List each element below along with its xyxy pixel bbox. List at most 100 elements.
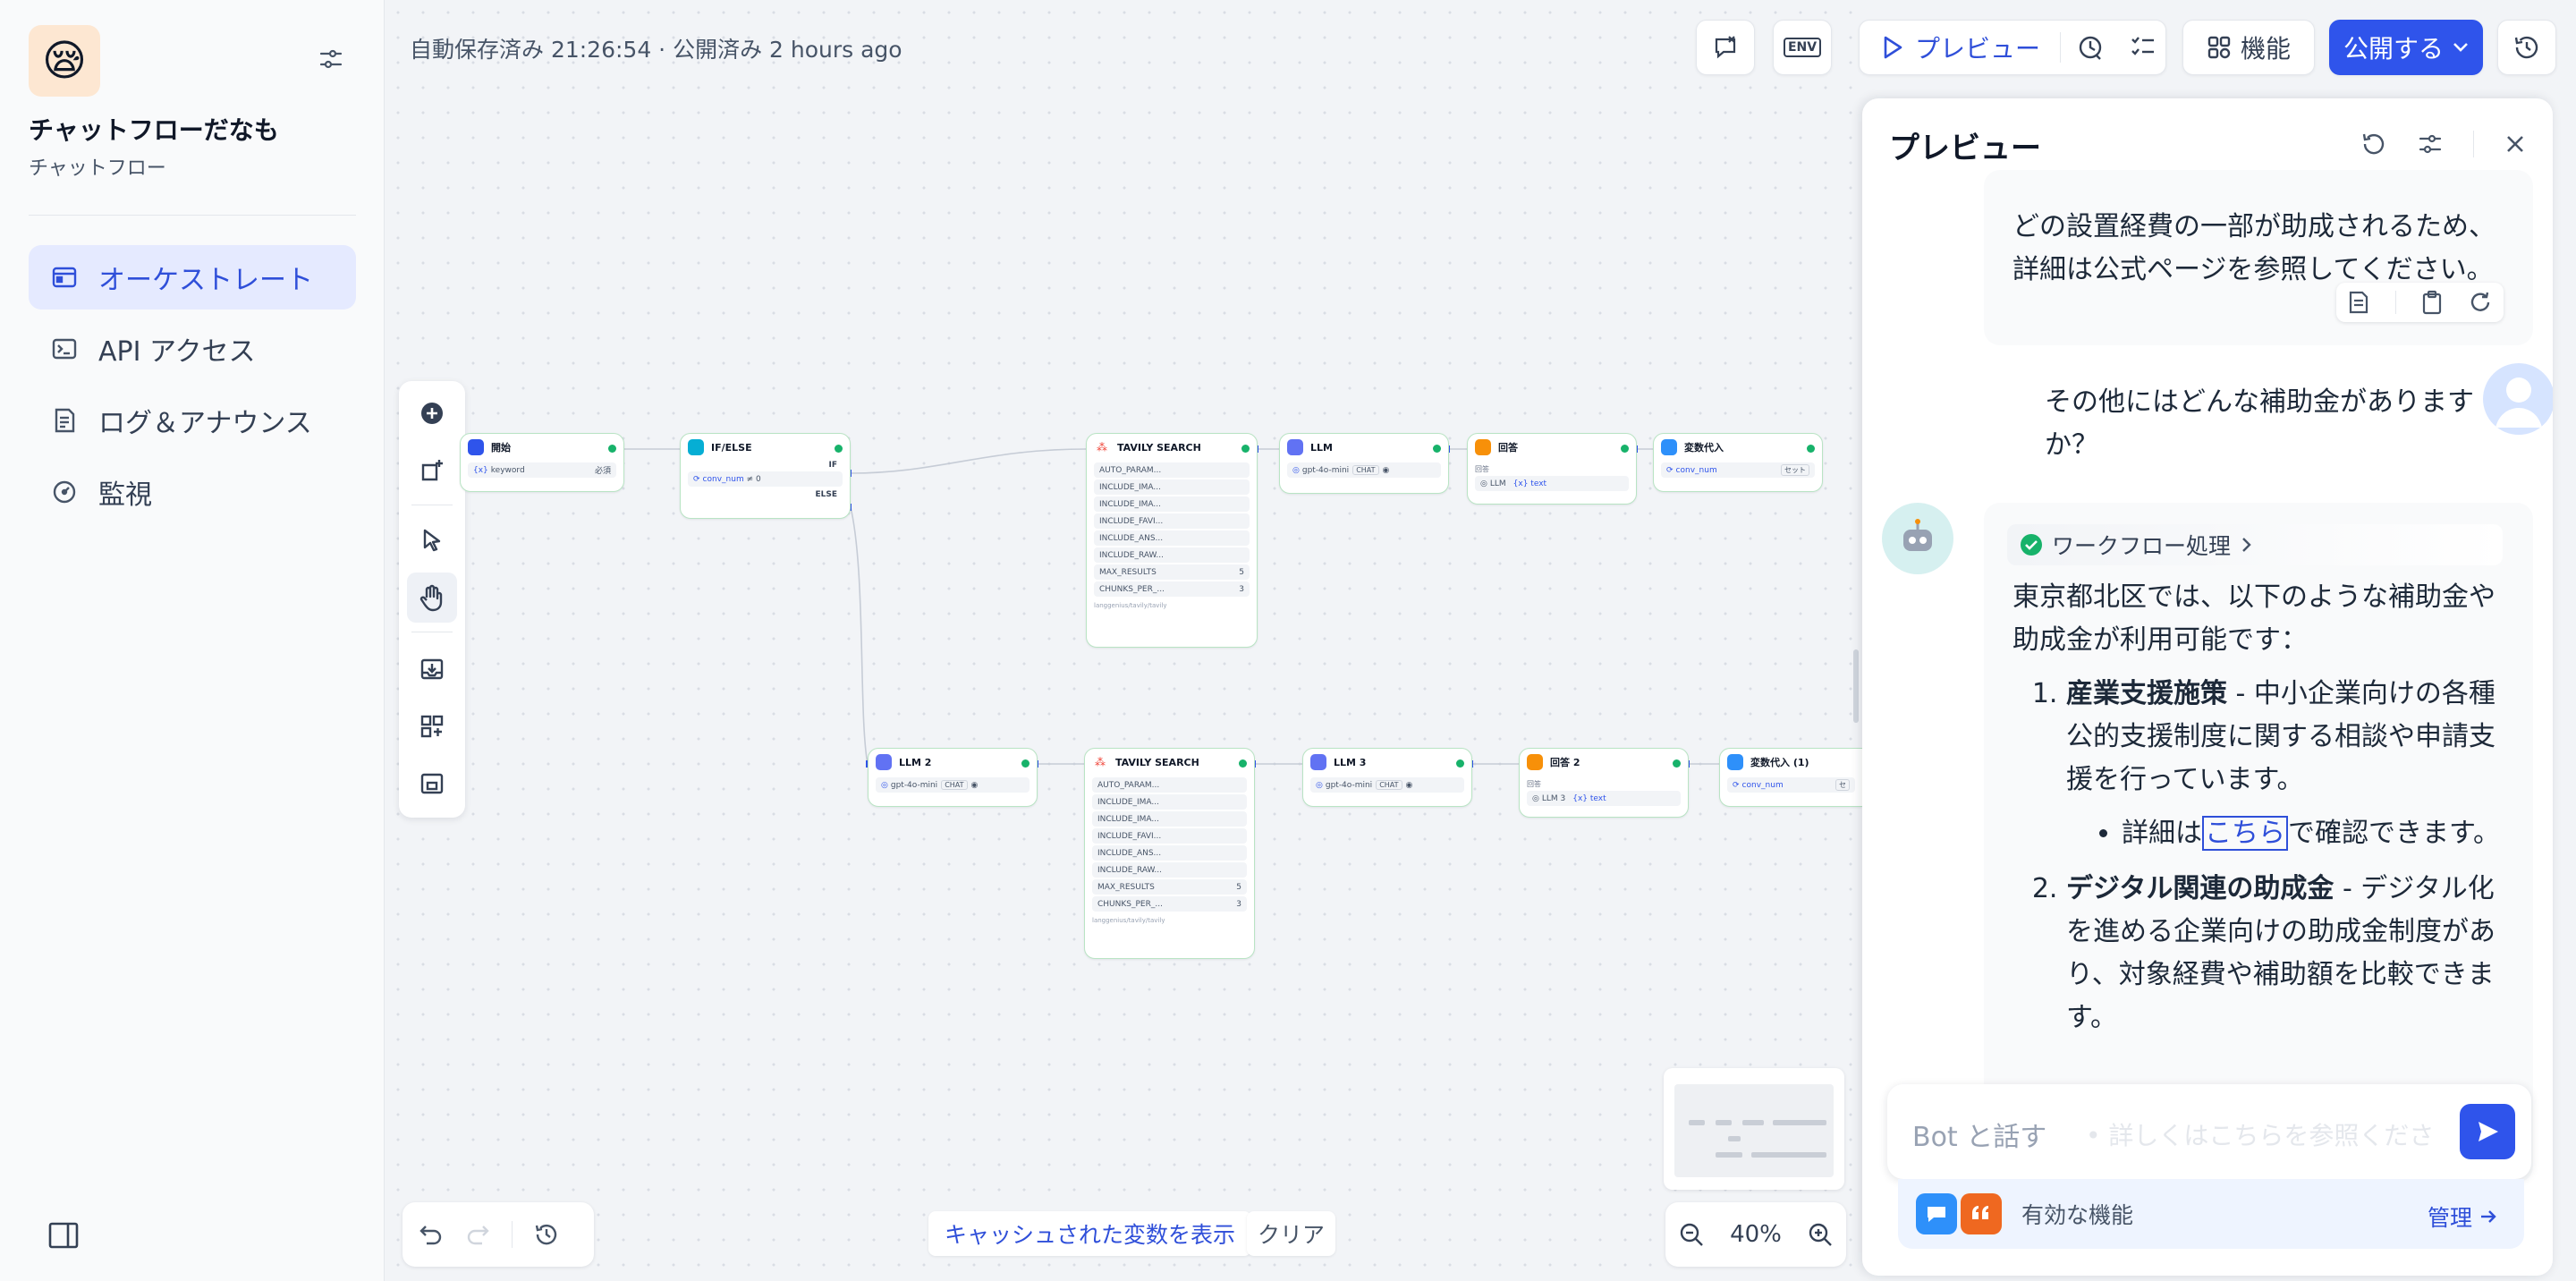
- history-icon[interactable]: [534, 1222, 559, 1247]
- sidebar-item-monitor[interactable]: 監視: [29, 460, 356, 524]
- clear-cache-button[interactable]: クリア: [1247, 1211, 1336, 1256]
- detail-link[interactable]: こちら: [2202, 816, 2288, 851]
- minimap-toggle-button[interactable]: [407, 759, 457, 809]
- preview-title: プレビュー: [1889, 131, 2041, 166]
- zoom-level[interactable]: 40%: [1730, 1221, 1782, 1248]
- zoom-out-icon[interactable]: [1678, 1221, 1705, 1248]
- bot-message: どの設置経費の一部が助成されるため、 詳細は公式ページを参照してください。: [1984, 170, 2533, 345]
- param-label: CHUNKS_PER_...: [1097, 899, 1163, 909]
- publish-button[interactable]: 公開する: [2329, 20, 2483, 75]
- quote-icon: [1961, 1193, 2002, 1234]
- checklist-button[interactable]: [1696, 20, 1755, 75]
- log-icon[interactable]: [2347, 290, 2370, 315]
- settings-sliders-icon[interactable]: [2418, 131, 2443, 157]
- organize-nodes-button[interactable]: [407, 701, 457, 751]
- redo-icon[interactable]: [465, 1223, 490, 1246]
- sidebar-item-logs[interactable]: ログ＆アナウンス: [29, 388, 356, 453]
- node-tavily-search[interactable]: ⁂TAVILY SEARCH AUTO_PARAM... INCLUDE_IMA…: [1086, 433, 1258, 648]
- param-label: MAX_RESULTS: [1097, 882, 1155, 892]
- llm-node-icon: [1287, 439, 1303, 455]
- param-row: INCLUDE_FAVI...: [1094, 513, 1250, 529]
- success-status-icon: [1241, 445, 1250, 453]
- chat-bubble-icon: [1916, 1193, 1957, 1234]
- zoom-in-icon[interactable]: [1807, 1221, 1834, 1248]
- export-image-button[interactable]: [407, 644, 457, 694]
- workflow-chip-label: ワークフロー処理: [2052, 533, 2232, 559]
- param-row: AUTO_PARAM...: [1094, 462, 1250, 478]
- sidebar-item-label: 監視: [98, 479, 152, 511]
- enabled-features-bar: 有効な機能 管理: [1898, 1179, 2524, 1249]
- features-label: 機能: [2240, 34, 2291, 64]
- hand-icon: [419, 584, 445, 612]
- param-row: INCLUDE_ANS...: [1092, 845, 1247, 861]
- manage-features-link[interactable]: 管理: [2428, 1200, 2497, 1233]
- answer-label: 回答: [1475, 465, 1489, 473]
- node-answer[interactable]: 回答 回答 ◎LLM{x} text: [1467, 433, 1637, 505]
- success-status-icon: [1239, 759, 1247, 768]
- minimap[interactable]: [1664, 1068, 1844, 1190]
- node-answer-2[interactable]: 回答 2 回答 ◎LLM 3{x} text: [1519, 748, 1689, 818]
- restart-icon[interactable]: [2360, 131, 2387, 157]
- minimap-node: [1716, 1152, 1742, 1158]
- param-value: 5: [1239, 567, 1244, 577]
- add-note-button[interactable]: [407, 445, 457, 496]
- app-settings-icon[interactable]: [318, 47, 343, 72]
- pointer-tool[interactable]: [407, 515, 457, 565]
- subsidy-list: 産業支援施策 - 中小企業向けの各種公的支援制度に関する相談や申請支援を行ってい…: [2012, 673, 2513, 1039]
- assigner-node-icon: [1661, 439, 1677, 455]
- canvas-scrollbar[interactable]: [1853, 649, 1859, 723]
- bot-message: ワークフロー処理 東京都北区では、以下のような補助金や助成金が利用可能です： 産…: [1984, 503, 2533, 1183]
- sidebar-collapse-icon[interactable]: [48, 1222, 79, 1249]
- app-type: チャットフロー: [29, 157, 166, 180]
- add-node-button[interactable]: [407, 388, 457, 438]
- undo-redo-controls: [402, 1202, 594, 1267]
- minimap-viewport: [1674, 1084, 1834, 1177]
- actions-divider: [2395, 291, 2396, 314]
- assigner-node-icon: [1727, 754, 1743, 770]
- checklist-tasks-icon[interactable]: [2131, 36, 2156, 59]
- version-history-button[interactable]: [2497, 20, 2556, 75]
- chat-input-box[interactable]: • 詳しくはこちらを参照くださ Bot と話す: [1887, 1084, 2531, 1179]
- success-status-icon: [835, 445, 843, 453]
- undo-icon[interactable]: [419, 1223, 444, 1246]
- sidebar-item-api-access[interactable]: API アクセス: [29, 317, 356, 381]
- node-title: TAVILY SEARCH: [1115, 756, 1199, 768]
- workflow-canvas[interactable]: [386, 0, 1860, 1281]
- sidebar-item-label: API アクセス: [98, 336, 256, 368]
- send-button[interactable]: [2460, 1104, 2515, 1159]
- node-provider: langgenius/tavily/tavily: [1094, 602, 1167, 609]
- if-label: IF: [828, 461, 838, 470]
- node-tavily-search-2[interactable]: ⁂TAVILY SEARCH AUTO_PARAM... INCLUDE_IMA…: [1084, 748, 1255, 959]
- success-status-icon: [1021, 759, 1030, 768]
- preview-button[interactable]: プレビュー: [1915, 34, 2041, 64]
- param-row: INCLUDE_IMA...: [1092, 794, 1247, 810]
- variable-name: keyword: [490, 465, 525, 475]
- play-icon[interactable]: [1881, 35, 1904, 60]
- preview-toolbar: プレビュー: [1859, 20, 2166, 75]
- sidebar-item-orchestrate[interactable]: オーケストレート: [29, 245, 356, 310]
- close-icon[interactable]: [2504, 133, 2526, 155]
- run-history-icon[interactable]: [2077, 34, 2104, 61]
- copy-icon[interactable]: [2421, 290, 2443, 315]
- publish-label: 公開する: [2343, 34, 2444, 64]
- features-button[interactable]: 機能: [2182, 20, 2315, 75]
- node-title: 変数代入 (1): [1750, 757, 1809, 768]
- model-mode-tag: CHAT: [1376, 780, 1402, 790]
- node-ifelse[interactable]: IF/ELSE IF ⟳conv_num ≠ 0 ELSE: [680, 433, 851, 519]
- env-button[interactable]: ENV: [1773, 20, 1832, 75]
- success-status-icon: [608, 445, 616, 453]
- minimap-node: [1689, 1120, 1705, 1125]
- llm-node-icon: [876, 754, 892, 770]
- hand-tool[interactable]: [407, 573, 457, 623]
- chat-input[interactable]: Bot と話す: [1912, 1122, 2047, 1153]
- workflow-process-chip[interactable]: ワークフロー処理: [2007, 524, 2503, 565]
- show-cached-variables-button[interactable]: キャッシュされた変数を表示: [928, 1211, 1252, 1256]
- regenerate-icon[interactable]: [2468, 290, 2493, 315]
